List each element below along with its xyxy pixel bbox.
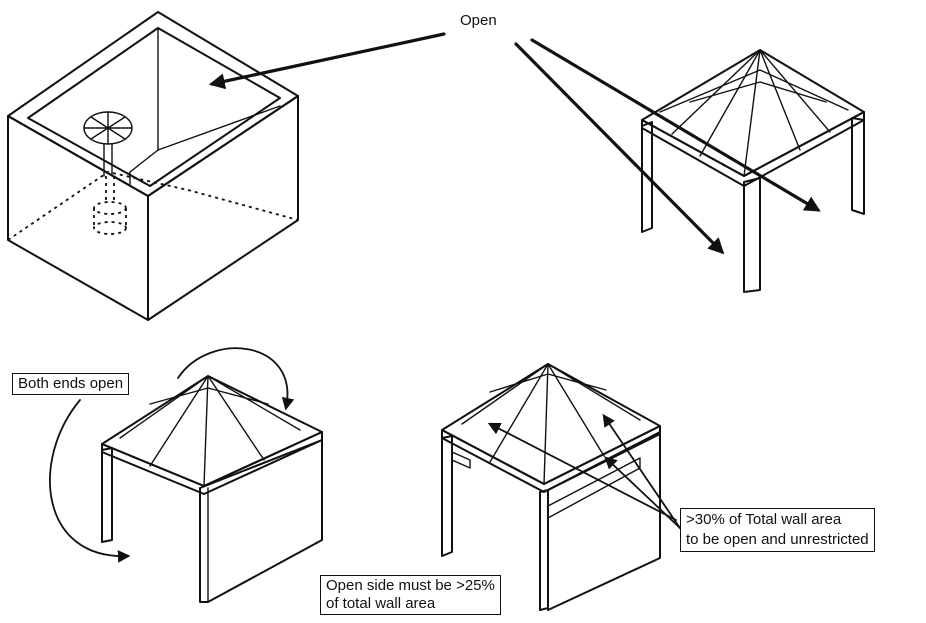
- thirty-percent-label: >30% of Total wall area to be open and u…: [680, 508, 875, 552]
- open-side-label: Open side must be >25% of total wall are…: [320, 575, 501, 615]
- end-open-canopy-figure: [49, 347, 323, 603]
- open-side-label-line1: Open side must be >25%: [326, 577, 495, 594]
- open-side-label-line2: of total wall area: [326, 595, 436, 612]
- thirty-percent-label-line1: >30% of Total wall area: [686, 511, 842, 528]
- open-top-enclosure-figure: [7, 11, 299, 321]
- thirty-percent-label-line2: to be open and unrestricted: [686, 531, 869, 548]
- both-ends-open-label: Both ends open: [12, 373, 130, 395]
- open-label: Open: [460, 12, 497, 29]
- wall-gap-canopy-figure: [441, 363, 685, 611]
- four-post-canopy-figure: [641, 49, 865, 293]
- open-arrows: [208, 32, 821, 255]
